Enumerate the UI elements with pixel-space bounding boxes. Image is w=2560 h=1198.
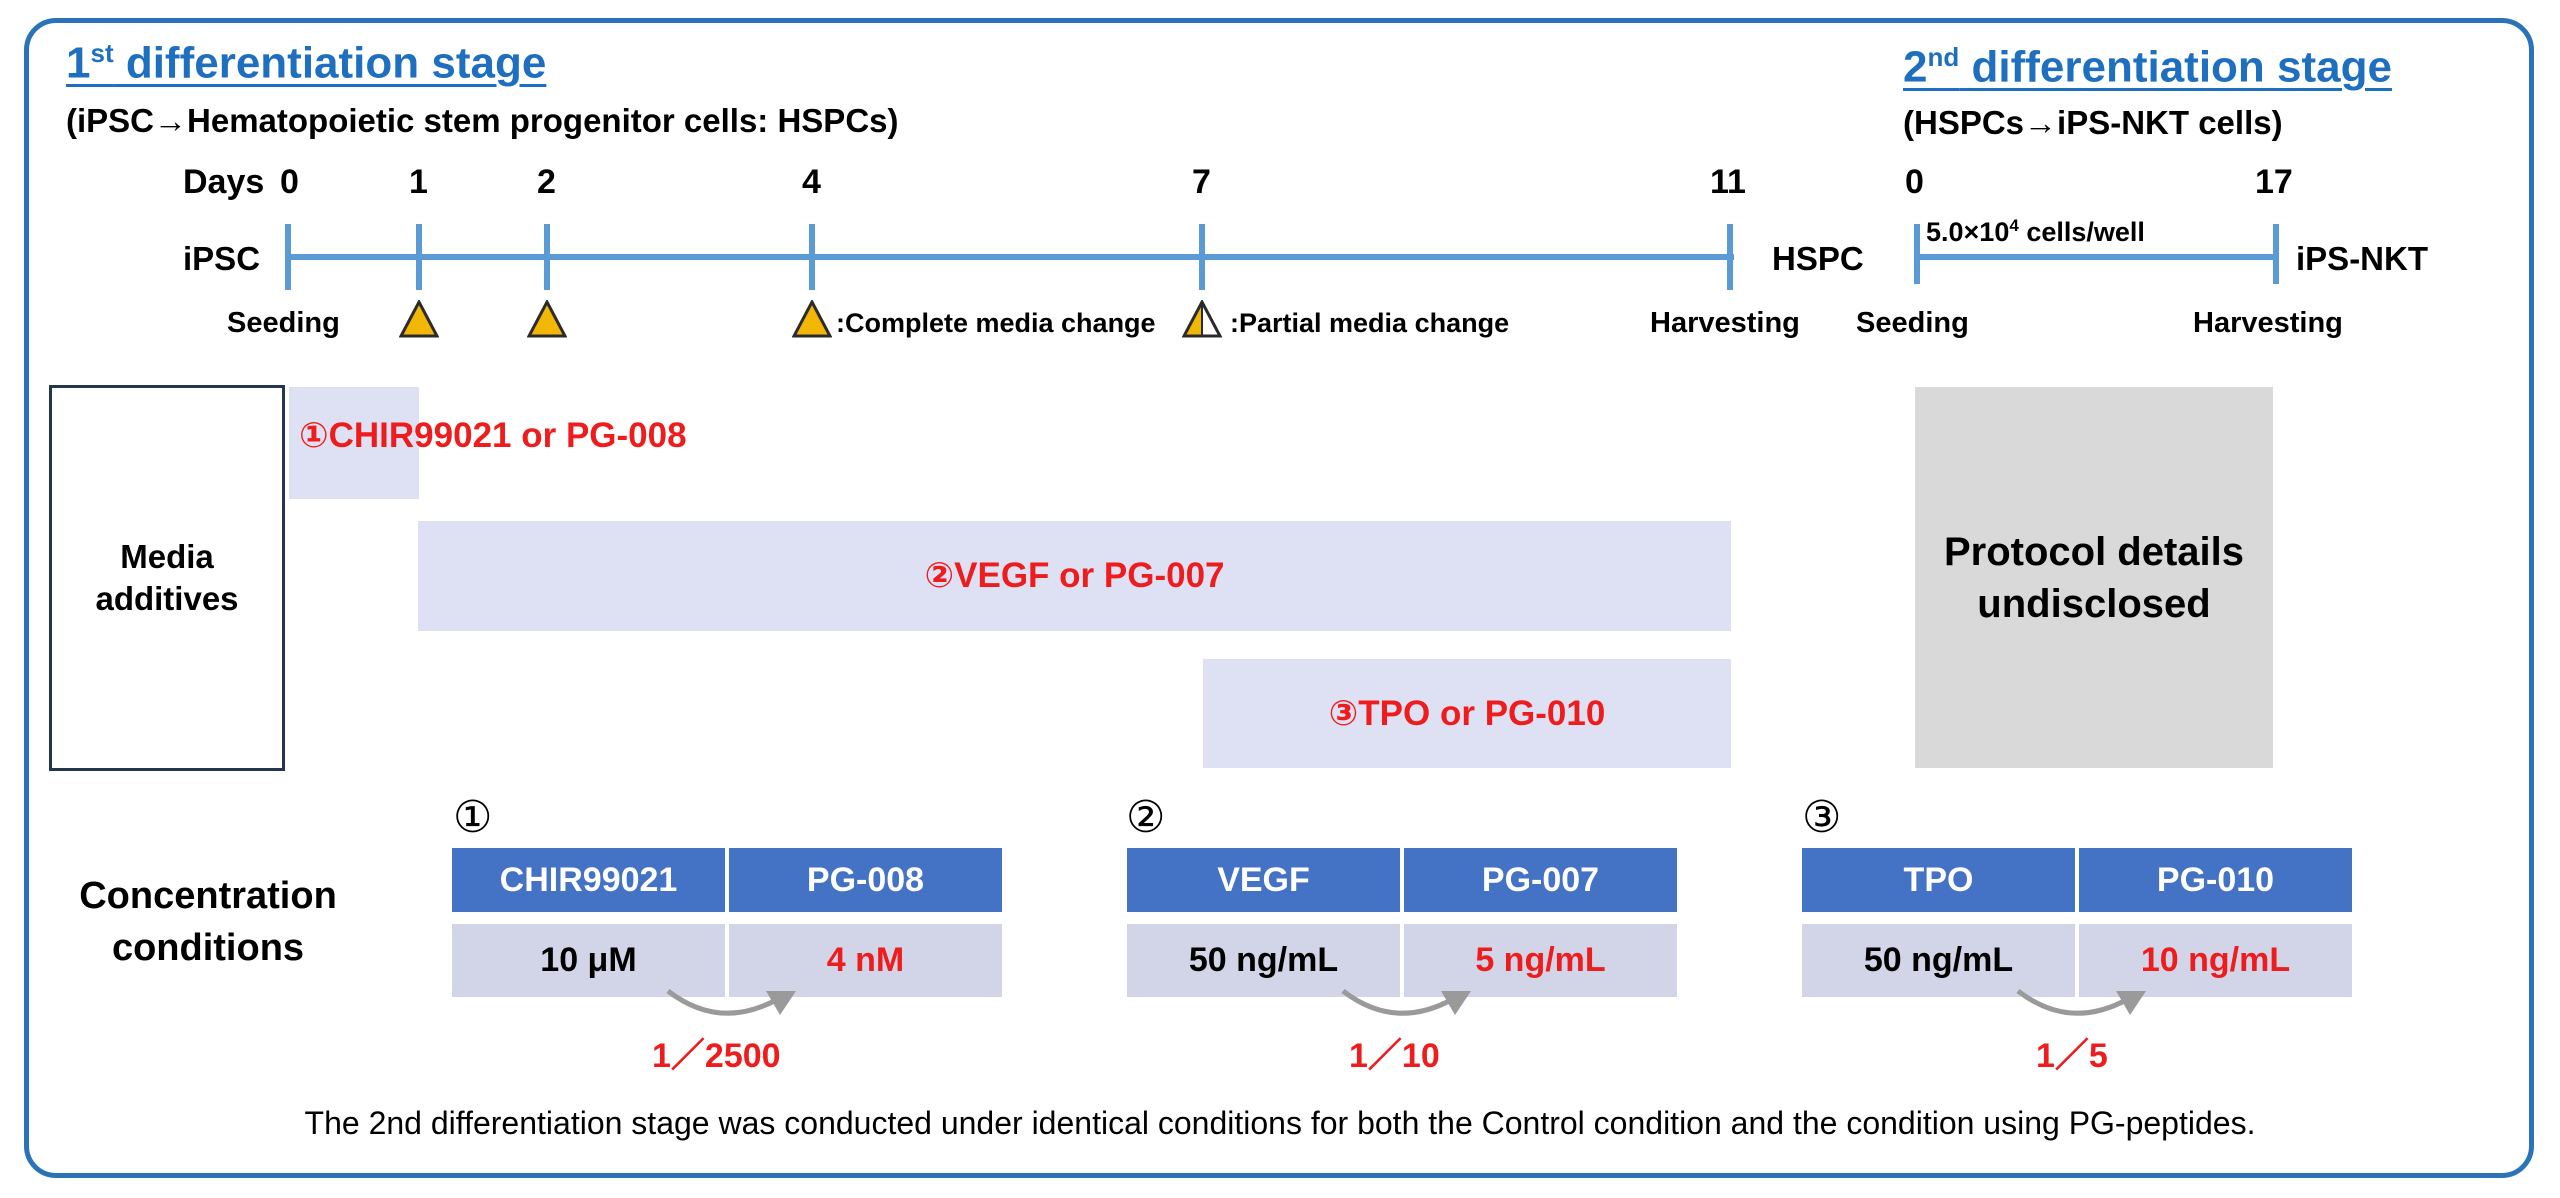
table3-marker: ③: [1802, 793, 1842, 842]
tick-day-0: [285, 224, 291, 290]
complete-change-triangle-day1: [399, 300, 439, 338]
table2-ratio: 1／10: [1349, 1037, 1440, 1075]
table2-value-left: 50 ng/mL: [1127, 924, 1400, 997]
cells-per-well-label: 5.0×104 cells/well: [1926, 216, 2145, 247]
seeding-label-1: Seeding: [227, 307, 340, 339]
timeline2-end-label: iPS-NKT: [2296, 240, 2428, 277]
day-4-label: 4: [802, 163, 821, 201]
table3-value-left: 50 ng/mL: [1802, 924, 2075, 997]
timeline1-axis: [288, 254, 1734, 260]
table1-value-left: 10 μM: [452, 924, 725, 997]
timeline1-start-label: iPSC: [183, 240, 261, 277]
partial-change-legend-label: :Partial media change: [1230, 308, 1510, 338]
band-tpo-label: ③TPO or PG-010: [1328, 693, 1606, 733]
tick-stage2-day-0: [1914, 224, 1920, 284]
undisclosed-line2: undisclosed: [1977, 581, 2211, 626]
table1-ratio-arrow: [666, 989, 796, 1016]
table3-ratio-arrow: [2016, 989, 2146, 1016]
band-chir-label: ①CHIR99021 or PG-008: [299, 416, 687, 455]
table3-ratio: 1／5: [2036, 1037, 2108, 1075]
undisclosed-line1: Protocol details: [1943, 529, 2245, 574]
seeding-label-2: Seeding: [1856, 307, 1969, 339]
stage2-day-0-label: 0: [1905, 163, 1924, 201]
band-tpo-period: ③TPO or PG-010: [1203, 659, 1731, 768]
table1-marker: ①: [453, 793, 493, 842]
table2-value-right: 5 ng/mL: [1404, 924, 1677, 997]
media-additives-box: Media additives: [49, 385, 285, 771]
table1-ratio: 1／2500: [652, 1037, 781, 1075]
concentration-line2: conditions: [111, 927, 305, 969]
stage2-subtitle: (HSPCs→iPS-NKT cells): [1903, 104, 2283, 141]
day-0-label: 0: [280, 163, 299, 201]
table3-header-right: PG-010: [2079, 848, 2352, 912]
table1-header-right: PG-008: [729, 848, 1002, 912]
media-additives-line1: Media: [120, 538, 214, 575]
table2-ratio-arrow: [1341, 989, 1471, 1016]
tick-day-4: [809, 224, 815, 290]
media-additives-line2: additives: [95, 580, 239, 617]
partial-change-triangle-legend: [1182, 300, 1222, 338]
table1-header-left: CHIR99021: [452, 848, 725, 912]
tick-day-7: [1199, 224, 1205, 290]
band-vegf-period: ②VEGF or PG-007: [418, 521, 1731, 631]
table2-header-right: PG-007: [1404, 848, 1677, 912]
stage1-title: 1st differentiation stage: [66, 38, 547, 88]
figure-frame: [24, 18, 2534, 1178]
protocol-undisclosed-box: Protocol details undisclosed: [1915, 387, 2273, 768]
tick-stage2-day-17: [2273, 224, 2279, 284]
table3-header-left: TPO: [1802, 848, 2075, 912]
stage1-subtitle: (iPSC→Hematopoietic stem progenitor cell…: [66, 102, 899, 139]
timeline1-end-label: HSPC: [1772, 240, 1864, 277]
complete-change-triangle-day2: [527, 300, 567, 338]
table1-value-right: 4 nM: [729, 924, 1002, 997]
tick-day-11: [1727, 224, 1733, 290]
day-7-label: 7: [1192, 163, 1211, 201]
table3-value-right: 10 ng/mL: [2079, 924, 2352, 997]
stage2-title: 2nd differentiation stage: [1903, 42, 2392, 92]
days-label: Days: [183, 163, 265, 201]
day-11-label: 11: [1710, 163, 1746, 201]
day-2-label: 2: [537, 163, 556, 201]
stage2-day-17-label: 17: [2255, 163, 2293, 201]
concentration-line1: Concentration: [79, 875, 337, 917]
concentration-conditions-label: Concentration conditions: [48, 870, 368, 974]
band-vegf-label: ②VEGF or PG-007: [924, 556, 1225, 595]
band-chir-period: [289, 387, 419, 499]
day-1-label: 1: [409, 163, 428, 201]
tick-day-1: [416, 224, 422, 290]
harvesting-label-2: Harvesting: [2193, 307, 2343, 339]
harvesting-label-1: Harvesting: [1650, 307, 1800, 339]
timeline2-axis: [1918, 254, 2276, 260]
footer-note: The 2nd differentiation stage was conduc…: [304, 1105, 2256, 1141]
table2-marker: ②: [1126, 793, 1166, 842]
table2-header-left: VEGF: [1127, 848, 1400, 912]
complete-change-triangle-legend: [792, 300, 832, 338]
complete-change-legend-label: :Complete media change: [836, 308, 1156, 338]
tick-day-2: [544, 224, 550, 290]
